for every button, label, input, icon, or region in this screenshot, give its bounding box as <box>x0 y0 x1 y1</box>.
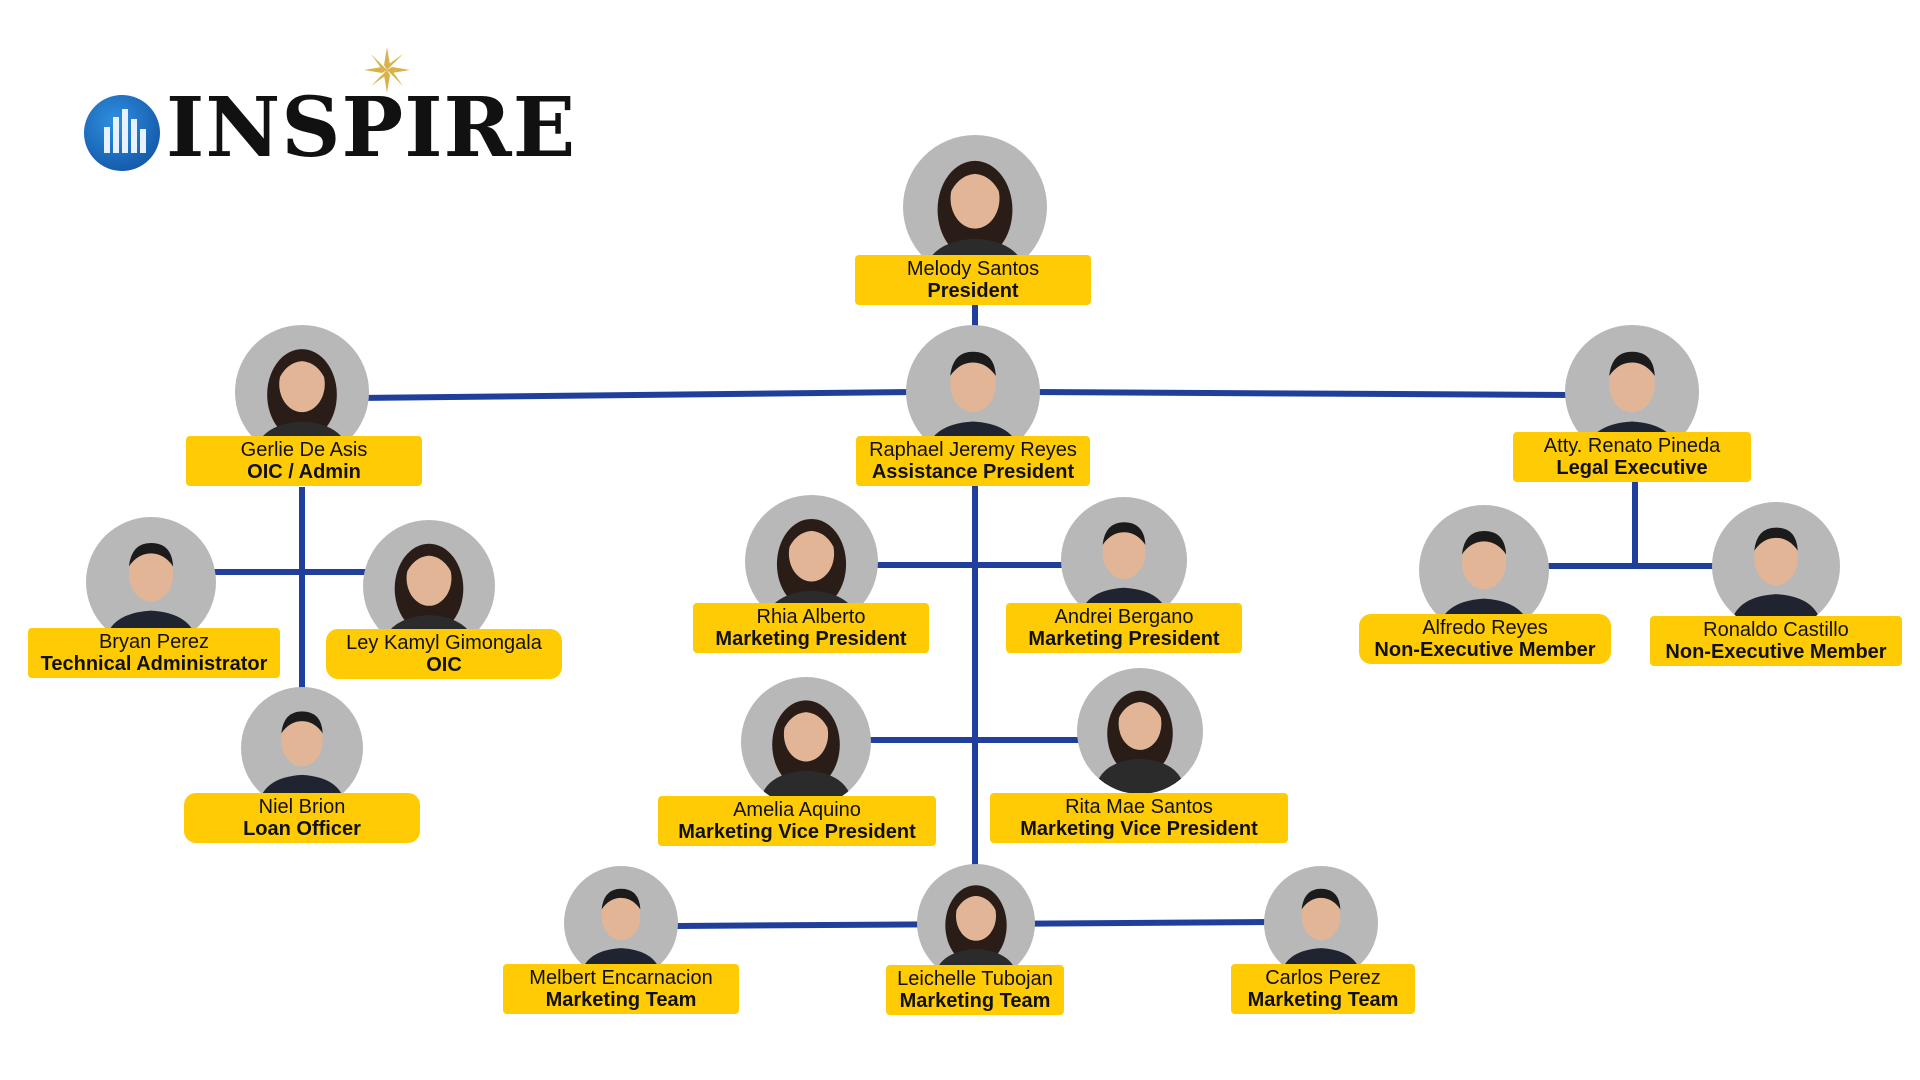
person-label: Alfredo Reyes Non-Executive Member <box>1359 614 1611 664</box>
person-label: Raphael Jeremy Reyes Assistance Presiden… <box>856 436 1090 486</box>
person-label: Ley Kamyl Gimongala OIC <box>326 629 562 679</box>
person-role: Marketing Vice President <box>678 821 916 843</box>
person-role: Marketing Team <box>1247 989 1399 1011</box>
person-role: Technical Administrator <box>40 653 268 675</box>
person-role: OIC <box>426 654 462 676</box>
person-name: Alfredo Reyes <box>1422 617 1548 639</box>
person-label: Carlos Perez Marketing Team <box>1231 964 1415 1014</box>
person-name: Bryan Perez <box>98 631 210 653</box>
person-label: Rita Mae Santos Marketing Vice President <box>990 793 1288 843</box>
person-label: Niel Brion Loan Officer <box>184 793 420 843</box>
person-label: Andrei Bergano Marketing President <box>1006 603 1242 653</box>
person-label: Melody Santos President <box>855 255 1091 305</box>
person-name: Raphael Jeremy Reyes <box>869 439 1077 461</box>
person-name: Niel Brion <box>258 796 346 818</box>
person-role: Assistance President <box>871 461 1075 483</box>
inspire-logo: INSPIRE <box>80 45 575 175</box>
portrait-silhouette <box>258 711 346 809</box>
person-role: Marketing Team <box>545 989 697 1011</box>
female-portrait-icon <box>1077 668 1203 794</box>
person-name: Andrei Bergano <box>1054 606 1194 628</box>
person-name: Atty. Renato Pineda <box>1543 435 1721 457</box>
building-logo-icon <box>84 95 160 171</box>
connector-left-branch <box>351 388 919 402</box>
person-label: Gerlie De Asis OIC / Admin <box>186 436 422 486</box>
person-name: Ley Kamyl Gimongala <box>346 632 542 654</box>
person-role: Marketing President <box>1028 628 1220 650</box>
person-name: Rhia Alberto <box>756 606 866 628</box>
person-name: Ronaldo Castillo <box>1703 619 1849 641</box>
person-label: Amelia Aquino Marketing Vice President <box>658 796 936 846</box>
person-name: Gerlie De Asis <box>240 439 368 461</box>
person-role: Marketing President <box>715 628 907 650</box>
male-portrait-icon <box>241 687 363 809</box>
person-label: Bryan Perez Technical Administrator <box>28 628 280 678</box>
person-label: Rhia Alberto Marketing President <box>693 603 929 653</box>
female-portrait-icon <box>741 677 871 807</box>
brand-wordmark: INSPIRE <box>166 80 577 176</box>
person-name: Melody Santos <box>906 258 1040 280</box>
person-name: Amelia Aquino <box>733 799 861 821</box>
male-portrait-icon <box>564 866 678 980</box>
portrait-silhouette <box>579 888 663 980</box>
person-name: Leichelle Tubojan <box>897 968 1053 990</box>
male-portrait-icon <box>1264 866 1378 980</box>
person-name: Melbert Encarnacion <box>529 967 713 989</box>
person-role: Marketing Vice President <box>1020 818 1258 840</box>
star-emblem-icon <box>362 45 412 95</box>
person-label: Melbert Encarnacion Marketing Team <box>503 964 739 1014</box>
person-role: OIC / Admin <box>247 461 361 483</box>
portrait-silhouette <box>759 700 853 807</box>
male-portrait-icon <box>86 517 216 647</box>
person-role: President <box>927 280 1019 302</box>
portrait-silhouette <box>1279 888 1363 980</box>
person-role: Legal Executive <box>1556 457 1708 479</box>
person-role: Non-Executive Member <box>1374 639 1596 661</box>
portrait-silhouette <box>1729 527 1823 630</box>
male-portrait-icon <box>1712 502 1840 630</box>
person-label: Leichelle Tubojan Marketing Team <box>886 965 1064 1015</box>
person-role: Marketing Team <box>899 990 1051 1012</box>
person-name: Rita Mae Santos <box>1065 796 1213 818</box>
connector-right-branch <box>1031 388 1574 399</box>
person-role: Loan Officer <box>243 818 361 840</box>
male-portrait-icon <box>1061 497 1187 623</box>
person-name: Carlos Perez <box>1265 967 1381 989</box>
person-label: Ronaldo Castillo Non-Executive Member <box>1650 616 1902 666</box>
person-label: Atty. Renato Pineda Legal Executive <box>1513 432 1751 482</box>
portrait-silhouette <box>1094 690 1186 794</box>
person-role: Non-Executive Member <box>1665 641 1887 663</box>
